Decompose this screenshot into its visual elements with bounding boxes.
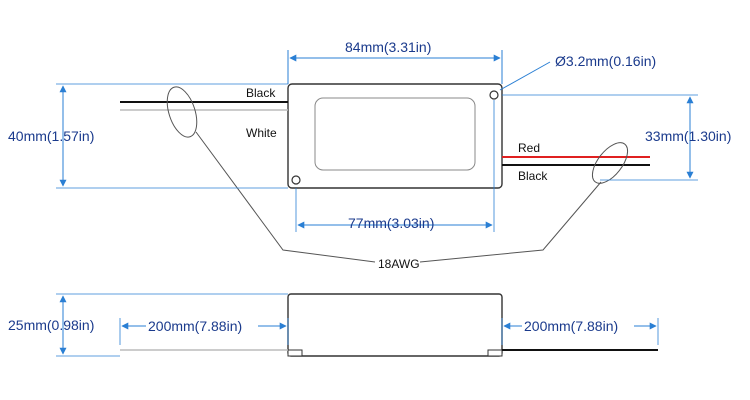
output-wire-red-label: Red (518, 141, 540, 155)
output-wire-black-label: Black (518, 169, 548, 183)
hole-spacing-v-label: 33mm(1.30in) (645, 128, 731, 144)
driver-label-area (314, 97, 476, 171)
mounting-hole-top-right (489, 90, 499, 100)
input-wire-black-label: Black (246, 86, 276, 100)
input-wire-white-label: White (246, 126, 277, 140)
driver-body-top (287, 83, 503, 189)
hole-spacing-h-label: 77mm(3.03in) (348, 215, 434, 231)
right-lead-dimension-label: 200mm(7.88in) (524, 318, 618, 334)
mounting-hole-bottom-left (291, 175, 301, 185)
side-view: 25mm(0.98in) 200mm(7.88in) 200mm(7.88in) (8, 293, 659, 357)
height-dimension-label: 40mm(1.57in) (8, 128, 94, 144)
thickness-dimension-label: 25mm(0.98in) (8, 317, 94, 333)
gauge-leader-right (419, 181, 602, 263)
gauge-leader-left (195, 131, 376, 263)
width-dimension-label: 84mm(3.31in) (345, 39, 431, 55)
left-lead-dimension-label: 200mm(7.88in) (148, 318, 242, 334)
side-foot-right (487, 349, 503, 357)
hole-diameter-label: Ø3.2mm(0.16in) (555, 53, 656, 69)
wire-gauge-label: 18AWG (378, 257, 420, 271)
hole-diameter-leader (499, 61, 551, 91)
top-view: Black White Red Black 18AWG 84mm(3.31in)… (8, 39, 731, 271)
output-wire-callout (591, 142, 629, 184)
driver-body-side (287, 293, 503, 357)
input-wire-callout (166, 86, 198, 138)
side-foot-left (287, 349, 303, 357)
